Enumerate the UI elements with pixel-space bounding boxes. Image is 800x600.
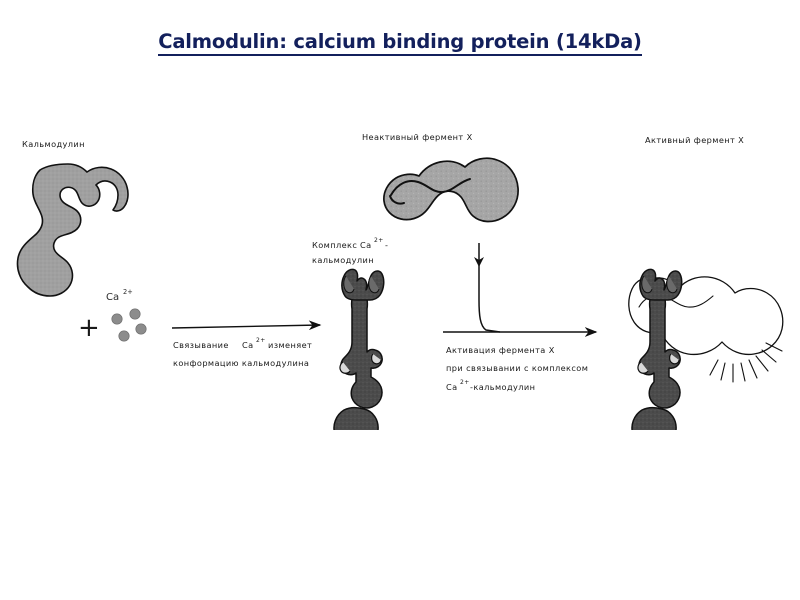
complex-shape <box>333 268 385 430</box>
arrow1-line1-charge: 2+ <box>256 337 266 344</box>
page-title-text: Calmodulin: calcium binding protein (14k… <box>158 30 642 56</box>
arrow-binding-group: Связывание Ca 2+ изменяет конформацию ка… <box>171 320 322 368</box>
complex-label-ion: Ca <box>360 240 372 250</box>
arrow1-line2: конформацию кальмодулина <box>173 358 309 368</box>
arrow2-line3-ion: Ca <box>446 382 458 392</box>
arrow2-line3-charge: 2+ <box>460 379 470 386</box>
complex-label-prefix: Комплекс <box>312 240 357 250</box>
enzyme-join-arrowhead <box>474 257 484 267</box>
calcium-dots <box>111 308 147 342</box>
calmodulin-label: Кальмодулин <box>22 139 85 149</box>
complex-label-line2: кальмодулин <box>312 255 374 265</box>
pathway-diagram: Кальмодулин + Ca 2+ Связывание <box>0 110 800 430</box>
activity-rays <box>709 342 783 383</box>
inactive-enzyme-inner-hook <box>389 195 405 205</box>
arrow2-line2: при связывании с комплексом <box>446 363 588 373</box>
complex-label-dash: - <box>385 240 388 250</box>
active-enzyme-group: Активный фермент Х <box>628 135 784 430</box>
calmodulin-shape <box>16 163 129 297</box>
active-complex-shape <box>631 268 683 430</box>
enzyme-join-arrow-path <box>478 243 501 333</box>
arrow1-line1-suffix: изменяет <box>268 340 312 350</box>
calcium-label-charge: 2+ <box>123 288 133 296</box>
arrow-binding-line <box>171 320 322 331</box>
arrow2-line1: Активация фермента Х <box>446 345 555 355</box>
calmodulin-group: Кальмодулин <box>16 139 129 297</box>
arrow2-line3-suffix: -кальмодулин <box>470 382 535 392</box>
active-enzyme-label: Активный фермент Х <box>645 135 744 145</box>
inactive-enzyme-inner-line <box>390 178 471 196</box>
calcium-ions-group: Ca 2+ <box>106 288 147 342</box>
arrow1-line1-prefix: Связывание <box>173 340 229 350</box>
inactive-enzyme-label: Неактивный фермент Х <box>362 132 473 142</box>
plus-sign: + <box>78 313 100 343</box>
enzyme-join-arrow <box>474 243 501 333</box>
complex-label-charge: 2+ <box>374 237 384 244</box>
arrow1-line1-ion: Ca <box>242 340 254 350</box>
page-title: Calmodulin: calcium binding protein (14k… <box>0 30 800 56</box>
arrow-activation-group: Активация фермента Х при связывании с ко… <box>443 327 598 392</box>
calcium-calmodulin-complex-group: Комплекс Ca 2+ - кальмодулин <box>312 237 388 430</box>
inactive-enzyme-group: Неактивный фермент Х <box>362 132 519 223</box>
calcium-label: Ca <box>106 292 119 303</box>
